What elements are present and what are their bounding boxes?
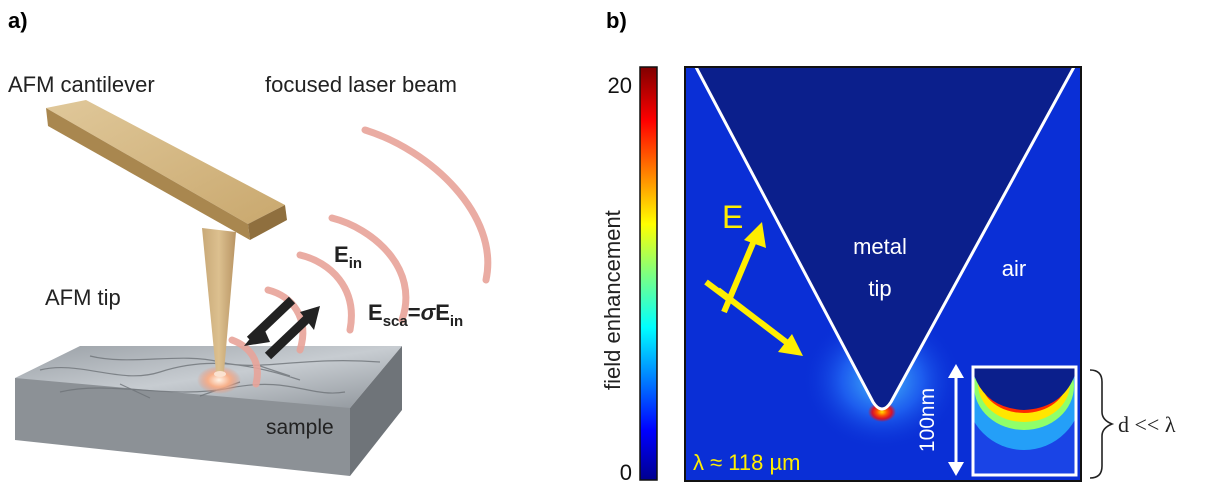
tip-apex: [214, 371, 226, 377]
colorbar-title: field enhancement: [600, 210, 625, 390]
e-in-label: Ein: [334, 242, 362, 272]
scale-bar-label: 100nm: [916, 388, 939, 452]
gap-annotation: d << λ: [1089, 369, 1176, 479]
tip-label-line2: tip: [868, 276, 891, 301]
metal-tip-region: [696, 67, 1074, 409]
tip-outline: [694, 67, 1076, 411]
scatter-arrows: [244, 296, 320, 360]
colorbar-min-label: 0: [620, 460, 632, 484]
tip-label: AFM tip: [45, 285, 121, 310]
panel-b: b) 20 0 field enhancement metal tip air …: [600, 8, 1176, 484]
field-vector-arrows: E: [704, 199, 803, 356]
cantilever-label: AFM cantilever: [8, 72, 155, 97]
field-map-frame: [684, 66, 1082, 482]
e-sca-label: Esca=σEin: [368, 300, 463, 330]
gap-annotation-text: d << λ: [1118, 412, 1176, 437]
colorbar-gradient: [639, 66, 658, 481]
sample-block: sample: [15, 346, 402, 476]
field-vector-label: E: [722, 199, 743, 235]
afm-tip-shaft: [202, 228, 236, 372]
air-label: air: [1002, 256, 1026, 281]
sample-label: sample: [266, 416, 334, 439]
hotspot-glow: [197, 366, 241, 394]
inset-zoom: [971, 365, 1078, 477]
scale-bar: 100nm: [916, 364, 964, 476]
wavelength-label: λ ≈ 118 µm: [693, 450, 801, 475]
panel-a: a) AFM cantilever focused laser beam sam…: [8, 8, 492, 476]
panel-b-label: b): [606, 8, 627, 33]
laser-wavefronts: [228, 126, 492, 388]
tip-label-line1: metal: [853, 234, 907, 259]
laser-label: focused laser beam: [265, 72, 457, 97]
colorbar-max-label: 20: [608, 73, 632, 98]
field-map: metal tip air λ ≈ 118 µm E 100nm: [684, 66, 1082, 482]
afm-cantilever: [46, 100, 287, 240]
panel-a-label: a): [8, 8, 28, 33]
colorbar: 20 0 field enhancement: [600, 66, 658, 484]
